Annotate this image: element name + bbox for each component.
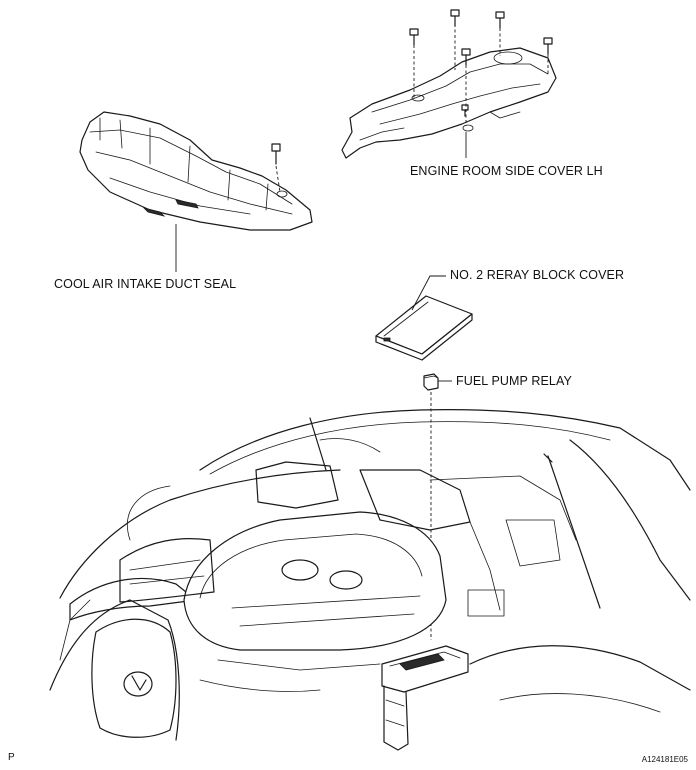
footer-figure-id: A124181E05	[641, 755, 688, 764]
relay-cover-leader	[411, 275, 446, 311]
engine-bay-illustration	[49, 409, 691, 751]
side-cover-clips	[409, 9, 553, 126]
cool-air-intake-duct-seal	[79, 111, 313, 231]
label-no2-relay-block-cover: NO. 2 RERAY BLOCK COVER	[450, 268, 625, 282]
engine-room-side-cover-lh	[341, 47, 557, 159]
footer-page-code: P	[8, 752, 15, 763]
fuel-pump-relay	[423, 373, 439, 391]
label-engine-room-side-cover-lh: ENGINE ROOM SIDE COVER LH	[410, 164, 603, 178]
relay-block-cover	[375, 295, 473, 361]
duct-seal-clip	[271, 143, 281, 193]
label-fuel-pump-relay: FUEL PUMP RELAY	[456, 374, 572, 388]
label-cool-air-intake-duct-seal: COOL AIR INTAKE DUCT SEAL	[54, 277, 237, 291]
